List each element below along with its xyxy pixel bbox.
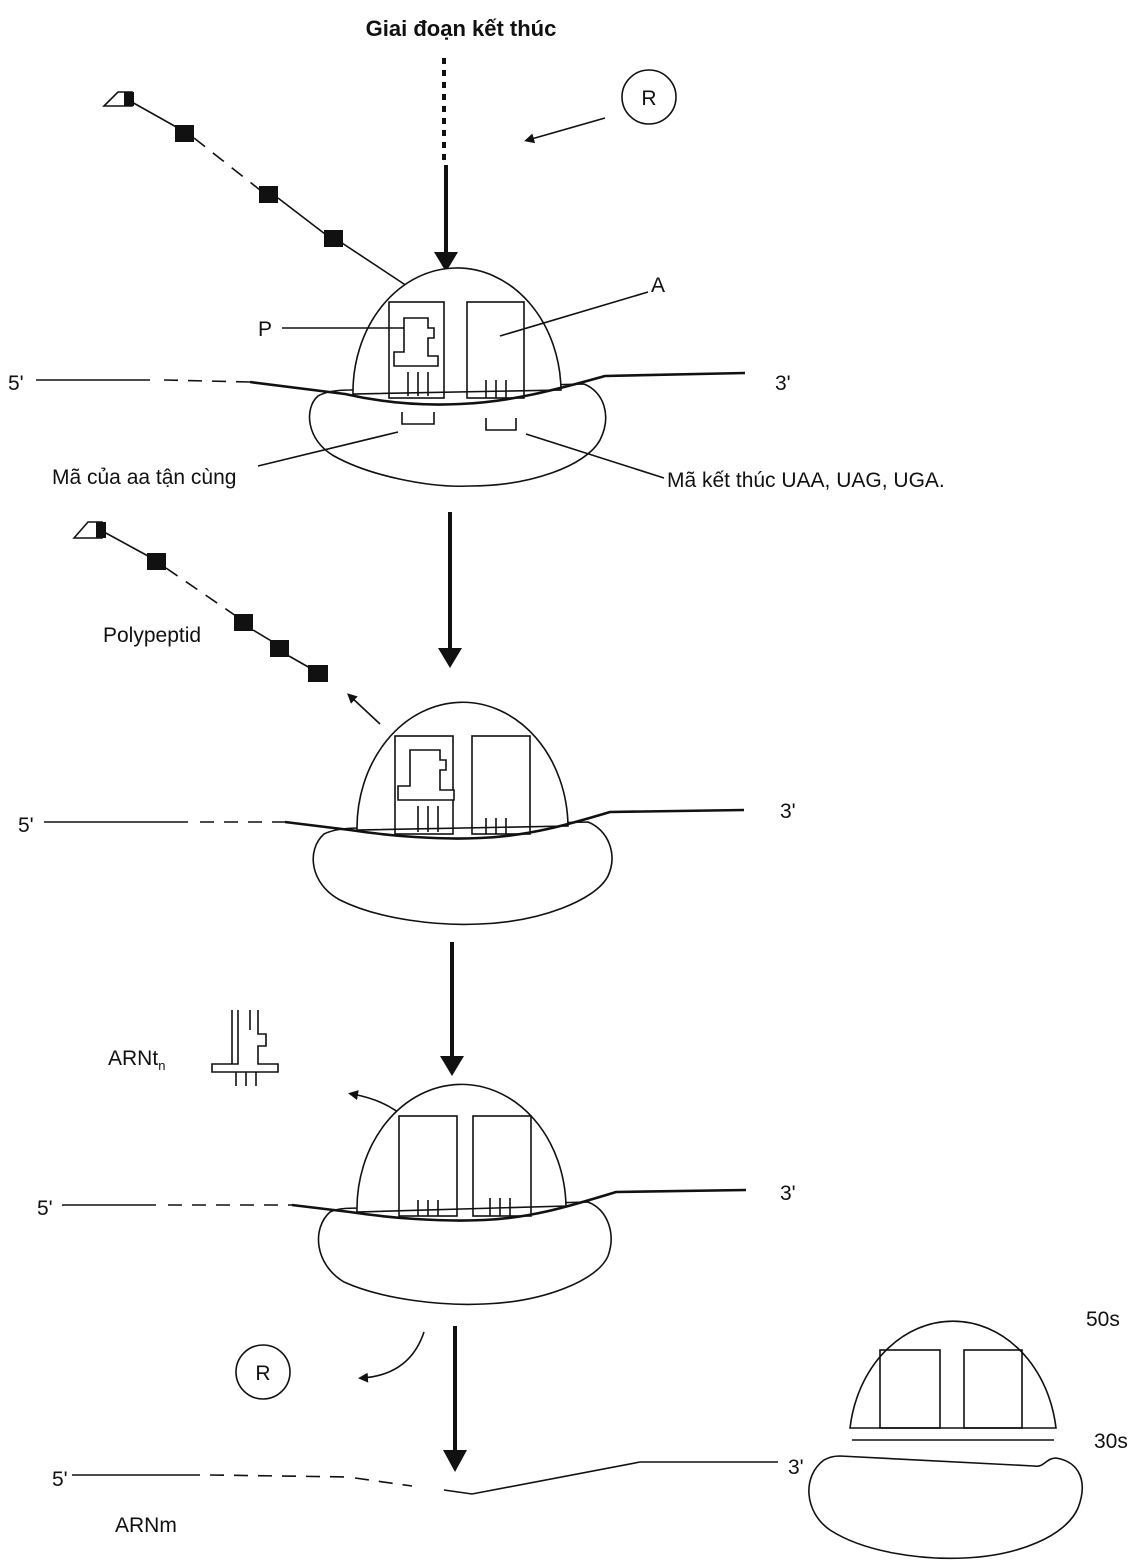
three-prime-stage4: 3' bbox=[788, 1456, 804, 1479]
ribosome-stage3 bbox=[318, 1084, 611, 1304]
trna-label-main: ARNt bbox=[108, 1047, 158, 1070]
site-p-label: P bbox=[258, 318, 272, 341]
five-prime-stage4: 5' bbox=[52, 1468, 68, 1491]
trna-label: ARNtn bbox=[108, 1047, 165, 1073]
trna-label-sub: n bbox=[158, 1058, 165, 1073]
five-prime-stage2: 5' bbox=[18, 814, 34, 837]
diagram-title: Giai đoạn kết thúc bbox=[366, 16, 557, 41]
five-prime-stage1: 5' bbox=[8, 372, 24, 395]
ribosome-stage2 bbox=[313, 702, 612, 924]
three-prime-stage1: 3' bbox=[775, 372, 791, 395]
large-subunit-50s bbox=[850, 1321, 1056, 1428]
dissociated-ribosome bbox=[809, 1321, 1082, 1558]
step2-arrowhead bbox=[438, 648, 462, 668]
three-prime-stage2: 3' bbox=[780, 800, 796, 823]
small-subunit-label: 30s bbox=[1094, 1430, 1128, 1453]
release-factor-exit-arrow bbox=[362, 1332, 424, 1378]
large-subunit-stage1 bbox=[353, 268, 561, 394]
ribosome-stage1 bbox=[310, 268, 606, 486]
mrna-free bbox=[72, 1462, 778, 1494]
small-subunit-30s bbox=[809, 1456, 1082, 1558]
release-factor-arrow bbox=[528, 118, 605, 140]
release-factor-top: R bbox=[528, 70, 676, 140]
released-polypeptide bbox=[74, 522, 328, 682]
stop-codons-label: Mã kết thúc UAA, UAG, UGA. bbox=[667, 469, 945, 492]
large-subunit-stage2 bbox=[357, 702, 568, 830]
release-factor-label: R bbox=[641, 87, 656, 110]
polypeptide-label: Polypeptid bbox=[103, 624, 201, 647]
large-subunit-stage3 bbox=[357, 1084, 566, 1212]
large-subunit-label: 50s bbox=[1086, 1308, 1120, 1331]
polypeptide-chain-stage1 bbox=[104, 92, 428, 302]
small-subunit-stage1 bbox=[310, 384, 606, 486]
three-prime-stage3: 3' bbox=[780, 1182, 796, 1205]
site-a-label: A bbox=[651, 274, 665, 297]
release-factor-bottom-label: R bbox=[255, 1362, 270, 1385]
mrna-label: ARNm bbox=[115, 1514, 177, 1537]
step4-arrowhead bbox=[443, 1450, 467, 1472]
released-trna bbox=[212, 1010, 278, 1086]
five-prime-stage3: 5' bbox=[37, 1197, 53, 1220]
release-factor-bottom: R bbox=[236, 1345, 290, 1399]
polypeptide-release-arrow bbox=[350, 696, 380, 724]
small-subunit-stage3 bbox=[318, 1202, 611, 1304]
step3-arrowhead bbox=[440, 1056, 464, 1076]
last-codon-label: Mã của aa tận cùng bbox=[52, 466, 236, 489]
